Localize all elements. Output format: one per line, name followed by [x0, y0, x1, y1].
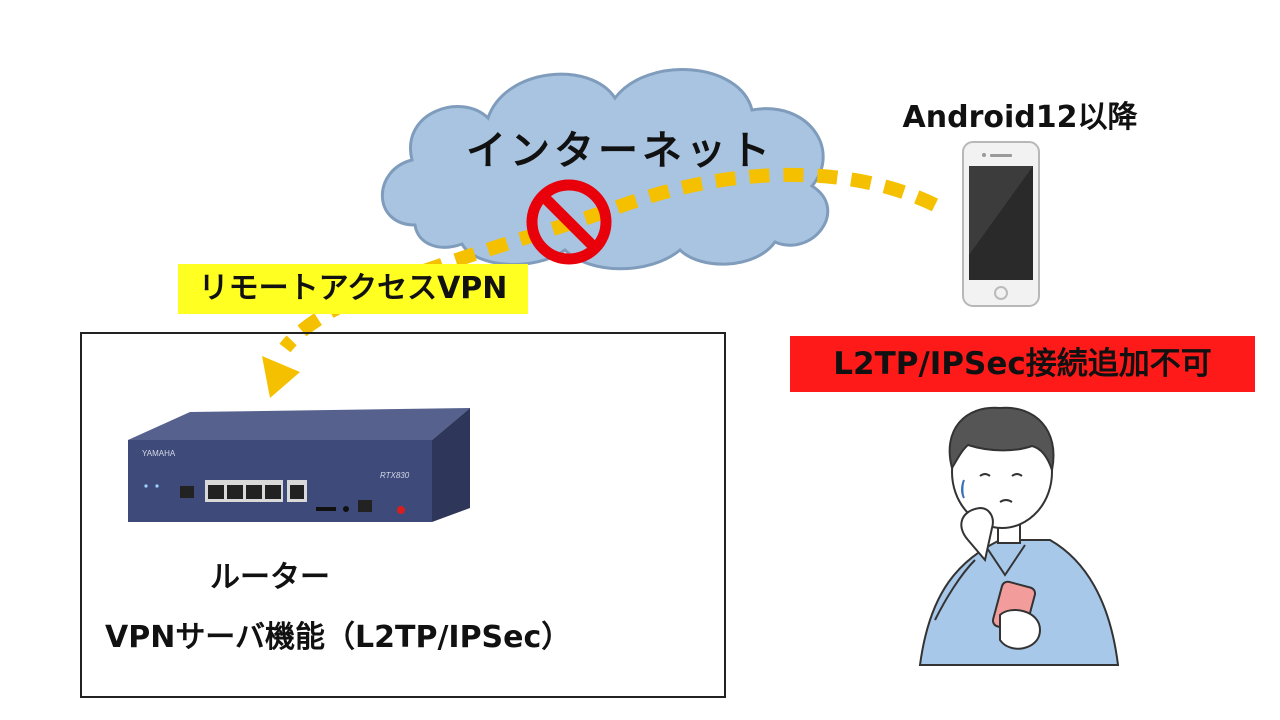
svg-text:RTX830: RTX830	[380, 471, 410, 480]
cloud-icon	[380, 68, 830, 271]
remote-access-vpn-label: リモートアクセスVPN	[178, 264, 528, 314]
svg-text:YAMAHA: YAMAHA	[142, 449, 176, 458]
arrow-head-icon	[262, 356, 300, 398]
router-description: VPNサーバ機能（L2TP/IPSec）	[105, 620, 572, 655]
connection-not-allowed-badge: L2TP/IPSec接続追加不可	[790, 336, 1255, 392]
router-section-box	[80, 332, 726, 698]
smartphone-icon	[962, 141, 1040, 307]
router-icon: YAMAHA RTX830	[128, 408, 470, 522]
device-label: Android12以降	[902, 100, 1138, 135]
person-icon	[918, 406, 1120, 666]
internet-label: インターネット	[466, 128, 774, 174]
prohibited-icon	[526, 179, 612, 265]
router-title: ルーター	[210, 560, 330, 595]
